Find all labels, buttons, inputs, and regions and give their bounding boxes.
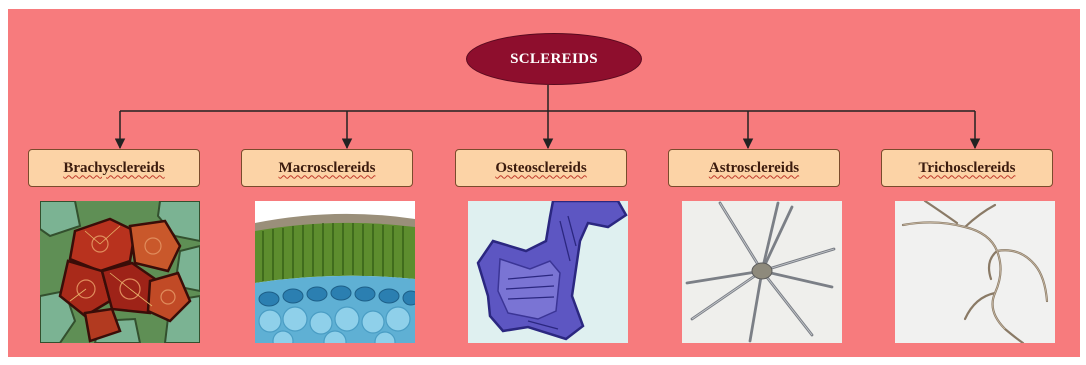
- osteosclereids-image: [468, 201, 628, 343]
- brachysclereids-image: [40, 201, 200, 343]
- node-osteosclereids: Osteosclereids: [455, 149, 627, 187]
- root-node-sclereids: SCLEREIDS: [466, 33, 642, 85]
- macrosclereids-image: [255, 201, 415, 343]
- node-trichosclereids: Trichosclereids: [881, 149, 1053, 187]
- node-astrosclereids: Astrosclereids: [668, 149, 840, 187]
- astrosclereids-image: [682, 201, 842, 343]
- node-brachysclereids: Brachysclereids: [28, 149, 200, 187]
- trichosclereids-image: [895, 201, 1055, 343]
- node-macrosclereids: Macrosclereids: [241, 149, 413, 187]
